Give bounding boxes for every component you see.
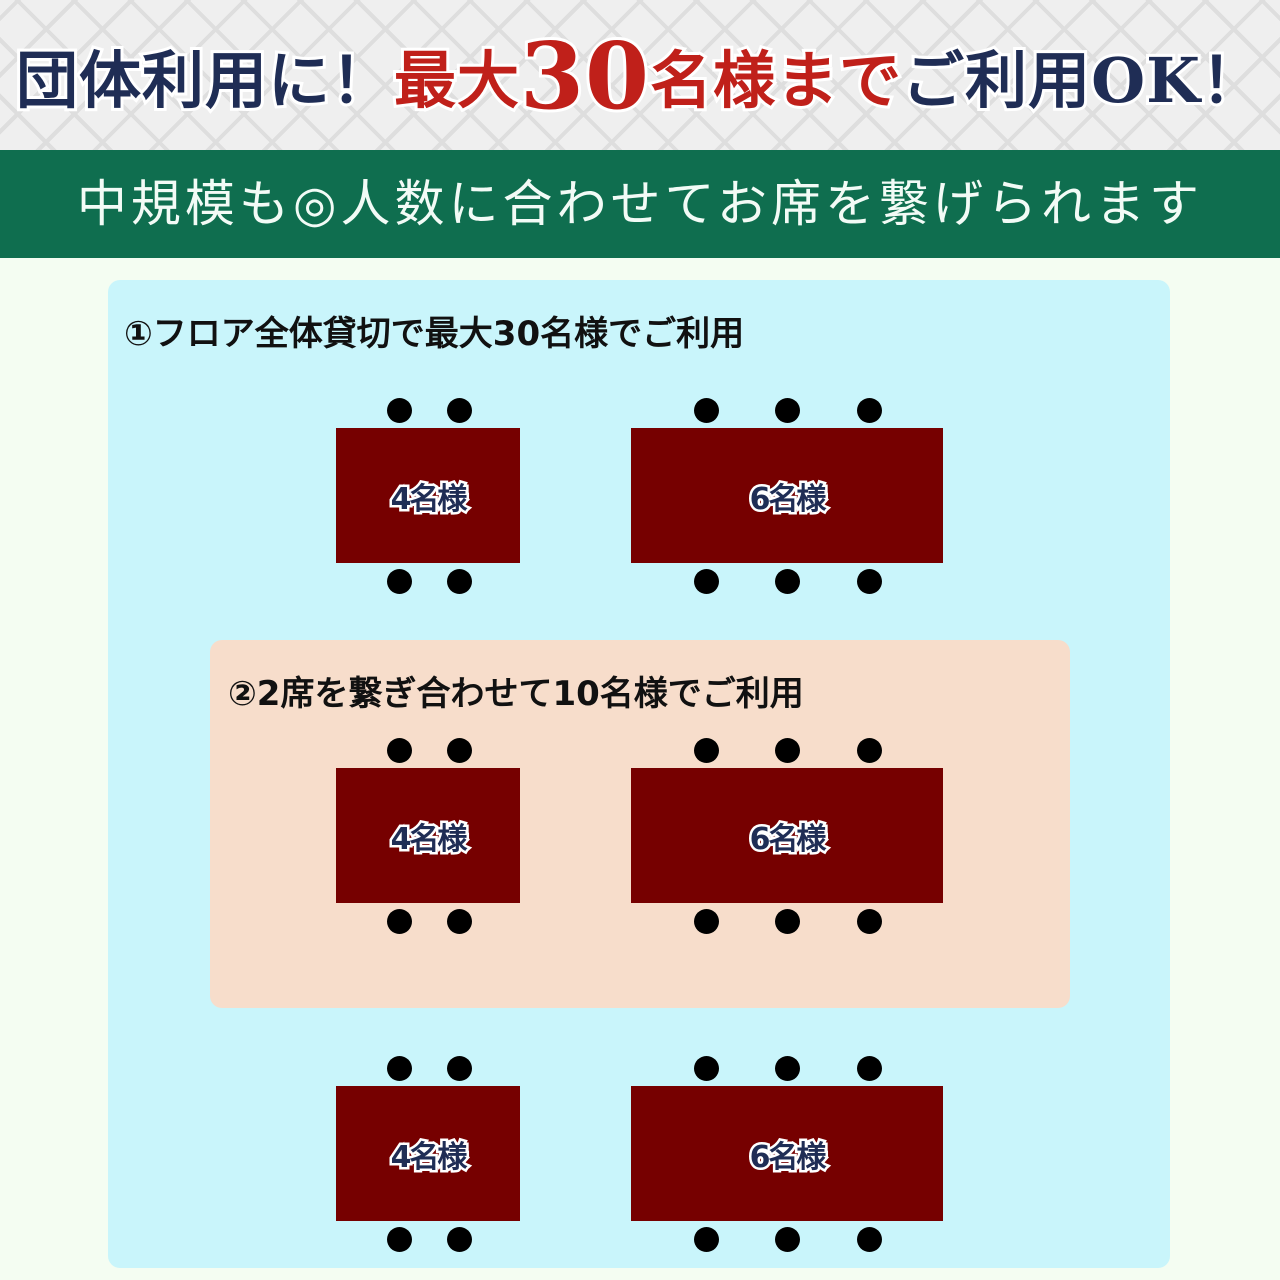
- seat-icon: [387, 1227, 412, 1252]
- seat-icon: [775, 909, 800, 934]
- table-4-seats: 4名様: [336, 1086, 520, 1221]
- seat-icon: [387, 1056, 412, 1081]
- seat-icon: [857, 569, 882, 594]
- seat-icon: [447, 909, 472, 934]
- seat-icon: [857, 398, 882, 423]
- title-number: 30: [517, 19, 652, 133]
- section2-title: ②2席を繋ぎ合わせて10名様でご利用: [228, 674, 804, 714]
- table-6-seats: 6名様: [631, 768, 943, 903]
- section1-title: ①フロア全体貸切で最大30名様でご利用: [124, 314, 745, 354]
- seat-icon: [775, 398, 800, 423]
- seat-icon: [387, 398, 412, 423]
- seat-icon: [775, 1056, 800, 1081]
- title-part: 名様まで: [647, 41, 904, 120]
- table-4-seats: 4名様: [336, 428, 520, 563]
- table-4-seats: 4名様: [336, 768, 520, 903]
- table-6-seats: 6名様: [631, 1086, 943, 1221]
- seat-icon: [447, 1227, 472, 1252]
- seat-icon: [857, 1227, 882, 1252]
- subtitle-band: 中規模も◎人数に合わせてお席を繋げられます: [0, 150, 1280, 258]
- seat-icon: [387, 909, 412, 934]
- main-title: 団体利用に！最大30名様までご利用OK！: [0, 19, 1280, 133]
- seat-icon: [694, 909, 719, 934]
- seat-icon: [857, 738, 882, 763]
- seat-icon: [694, 1056, 719, 1081]
- header-banner: 団体利用に！最大30名様までご利用OK！: [0, 0, 1280, 150]
- seat-icon: [694, 398, 719, 423]
- seat-icon: [387, 738, 412, 763]
- title-part: ご利用OK！: [899, 41, 1266, 120]
- title-part: 最大: [391, 41, 522, 120]
- seat-icon: [447, 398, 472, 423]
- seat-icon: [775, 738, 800, 763]
- seat-icon: [857, 909, 882, 934]
- seat-icon: [447, 738, 472, 763]
- seat-icon: [387, 569, 412, 594]
- seat-icon: [775, 569, 800, 594]
- seat-icon: [694, 1227, 719, 1252]
- seat-icon: [775, 1227, 800, 1252]
- seat-icon: [694, 569, 719, 594]
- seat-icon: [447, 1056, 472, 1081]
- seat-icon: [694, 738, 719, 763]
- seat-icon: [447, 569, 472, 594]
- table-6-seats: 6名様: [631, 428, 943, 563]
- title-part: 団体利用に！: [13, 41, 396, 120]
- seat-icon: [857, 1056, 882, 1081]
